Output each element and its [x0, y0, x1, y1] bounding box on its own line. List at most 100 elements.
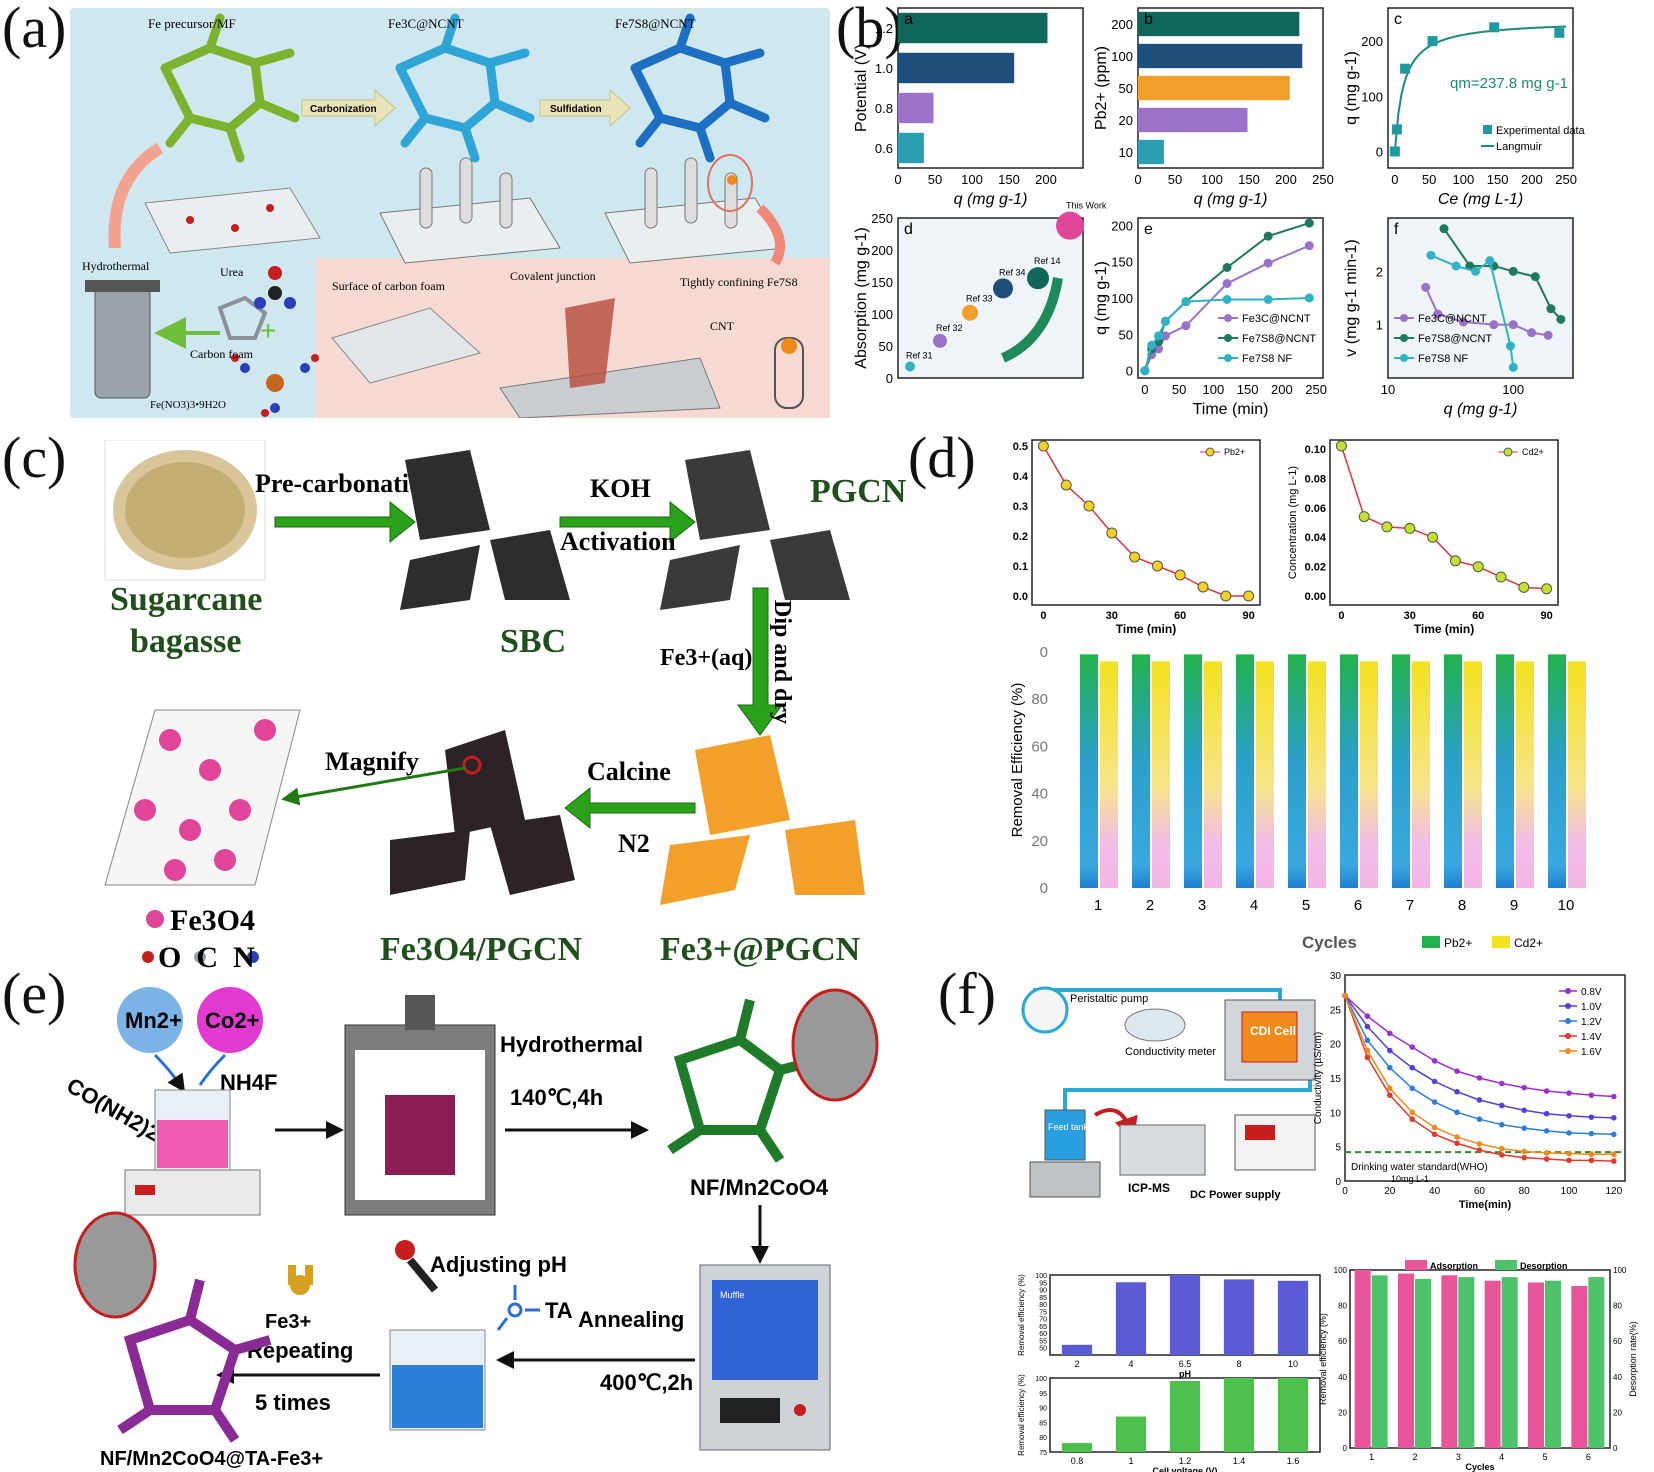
fe3o4-legend-label: Fe3O4: [170, 904, 255, 937]
carbon-foam-label: Carbon foam: [190, 347, 254, 361]
b-c-xtick: 0: [1391, 172, 1398, 187]
b-a-xtick: 50: [928, 172, 942, 187]
pipette-icon: [406, 1257, 439, 1293]
f-volt-ytick: 90: [1039, 1406, 1047, 1413]
b-b-xtick: 0: [1134, 172, 1141, 187]
f-cond-point: [1476, 1075, 1483, 1081]
f-cycles-ytick: 0: [1343, 1444, 1348, 1453]
cdi-label: CDI Cell: [1250, 1024, 1296, 1038]
d-cycles-ytick: 80: [1031, 691, 1048, 708]
b-d-ytick: 100: [871, 307, 893, 322]
f-cond-point: [1454, 1088, 1460, 1095]
b-f-point: [1421, 282, 1431, 292]
f-ph-ytick: 55: [1039, 1338, 1047, 1345]
b-d-frame: [897, 217, 1084, 379]
b-a-bar: [898, 92, 934, 124]
precarbonation-arrow: [274, 500, 416, 544]
f-cond-point: [1454, 1068, 1460, 1074]
f-cond-point: [1566, 1157, 1572, 1164]
f-cycles-ytick: 60: [1338, 1337, 1347, 1346]
d-cycles-bar: [1256, 661, 1274, 888]
f-cycles-right-ylabel: Desorption rate(%): [1628, 1321, 1638, 1397]
carbon-foam-molecule-icon: [217, 295, 268, 340]
f-volt-bar: [1115, 1416, 1147, 1452]
f-ph-bar: [1115, 1282, 1147, 1355]
f-cond-point: [1543, 1128, 1550, 1134]
f-cycles-bar: [1528, 1282, 1544, 1448]
f-cond-ytick: 0: [1335, 1177, 1341, 1188]
f-volt-ytick: 85: [1039, 1420, 1047, 1427]
f-ph-xtick: 2: [1074, 1359, 1079, 1369]
b-e-legend-marker: [1224, 354, 1232, 362]
fe7s8-label: Fe7S8@NCNT: [615, 16, 696, 31]
d-cd-ytick: 0.00: [1305, 591, 1326, 603]
d-cycles-legend-label: Cd2+: [1514, 936, 1543, 950]
b-c-ytick: 100: [1361, 89, 1383, 104]
d-pb-xtick: 30: [1106, 610, 1118, 622]
f-cond-line: [1344, 995, 1614, 1136]
b-f-point: [1508, 266, 1518, 276]
d-cycles-ytick: 0: [1040, 880, 1048, 897]
b-e-xtick: 100: [1203, 382, 1225, 397]
d-cycles-bar: [1236, 654, 1254, 888]
panel-label-a: (a): [2, 0, 67, 60]
d-cd-xlabel: Time (min): [1414, 622, 1474, 636]
d-pb-point: [1083, 500, 1095, 512]
d-pb-xtick: 90: [1242, 610, 1254, 622]
b-b-xtick: 150: [1238, 172, 1260, 187]
mn-ion-circle: [117, 987, 183, 1053]
f-cond-frame: [1344, 974, 1626, 1182]
b-b-xlabel: q (mg g-1): [1194, 191, 1268, 208]
f-cycles-ytick-right: 100: [1613, 1266, 1627, 1275]
blue-foam-icon-1: [395, 13, 535, 163]
f-ph-ytick: 90: [1039, 1288, 1047, 1295]
b-a-xtick: 0: [894, 172, 901, 187]
green-foam-icon: [160, 13, 300, 163]
f-cond-point: [1588, 1151, 1595, 1158]
urea-e-label: CO(NH2)2: [63, 1073, 165, 1147]
b-e-legend-label: Fe7S8 NF: [1242, 353, 1292, 365]
d-cycles-xtick: 6: [1354, 897, 1362, 914]
f-cond-point: [1409, 1064, 1415, 1071]
b-b-ytick: 50: [1119, 81, 1133, 96]
f-cycles-ylabel: Removal efficiency (%): [1318, 1313, 1328, 1405]
f-cond-point: [1588, 1114, 1595, 1120]
d-cycles-bar: [1516, 661, 1534, 888]
f-cond-point: [1588, 1130, 1595, 1137]
koh-label: KOH: [590, 474, 651, 503]
f-volt-xtick: 1.4: [1233, 1456, 1246, 1466]
d-cd-xtick: 90: [1540, 610, 1552, 622]
b-e-point: [1222, 278, 1232, 288]
b-d-ytick: 250: [871, 211, 893, 226]
d-cycles-legend-label: Pb2+: [1444, 936, 1472, 950]
panel-label-b: (b): [836, 0, 904, 60]
d-cd-ytick: 0.06: [1305, 503, 1326, 515]
f-cond-ylabel: Conductivity (µS/cm): [1313, 1032, 1324, 1124]
pump-label: Peristaltic pump: [1070, 993, 1148, 1005]
b-a-xlabel: q (mg g-1): [954, 191, 1028, 208]
b-e-legend-label: Fe3C@NCNT: [1242, 313, 1311, 325]
d-pb-xtick: 0: [1040, 610, 1046, 622]
f-cond-point: [1521, 1084, 1527, 1091]
d-cycles-xtick: 4: [1250, 897, 1258, 914]
autoclave-e-icon: [344, 995, 496, 1216]
f-cond-point: [1566, 1112, 1572, 1119]
pump-icon: [1021, 986, 1069, 1034]
f-ph-ytick: 95: [1039, 1280, 1047, 1287]
f-volt-ytick: 75: [1039, 1450, 1047, 1457]
b-c-point: [1554, 27, 1565, 38]
b-f-point: [1543, 330, 1553, 340]
b-f-xlabel: q (mg g-1): [1444, 401, 1518, 418]
confining-label: Tightly confining Fe7S8: [680, 275, 798, 289]
b-e-point: [1304, 218, 1314, 228]
b-b-ytick: 100: [1111, 49, 1133, 64]
b-e-xlabel: Time (min): [1193, 401, 1269, 418]
f-volt-bar: [1277, 1378, 1309, 1452]
f-cond-point: [1364, 1054, 1371, 1061]
b-c-point: [1389, 146, 1400, 157]
b-c-legend-marker: [1483, 125, 1492, 134]
b-d-trend-arrow: [1000, 277, 1063, 363]
d-cd-ytick: 0.10: [1305, 444, 1326, 456]
